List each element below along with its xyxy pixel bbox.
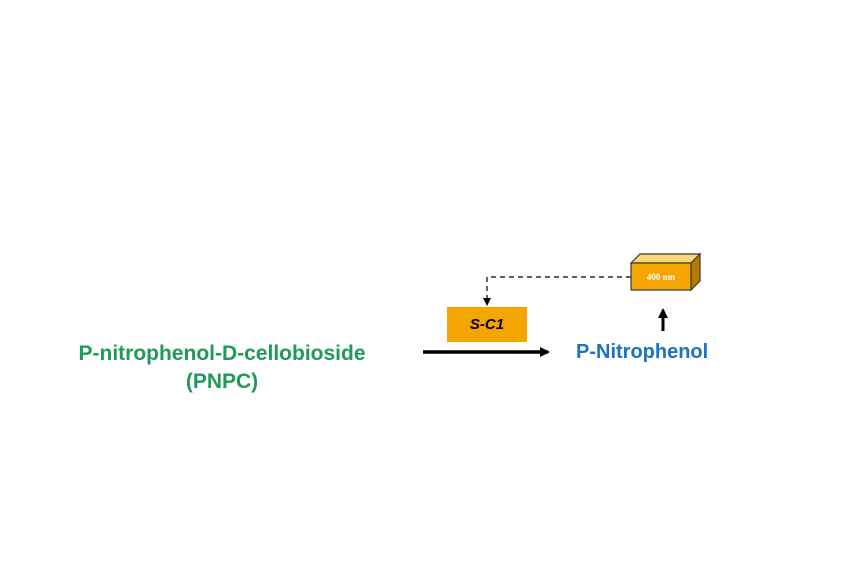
product-label: P-Nitrophenol xyxy=(576,341,709,363)
substrate-name: P-nitrophenol-D-cellobioside xyxy=(78,342,366,365)
cube-front-face xyxy=(630,262,692,291)
detector-cube: 400 nm xyxy=(629,252,702,292)
enzyme-box: S-C1 xyxy=(447,307,527,342)
substrate-label: P-nitrophenol-D-cellobioside (PNPC) xyxy=(12,340,432,396)
cube-top-face xyxy=(629,253,702,264)
feedback-arrowhead xyxy=(483,298,491,306)
substrate-abbreviation: (PNPC) xyxy=(185,370,259,393)
feedback-dashed-line xyxy=(486,276,631,300)
detector-wavelength-label: 400 nm xyxy=(647,272,676,282)
